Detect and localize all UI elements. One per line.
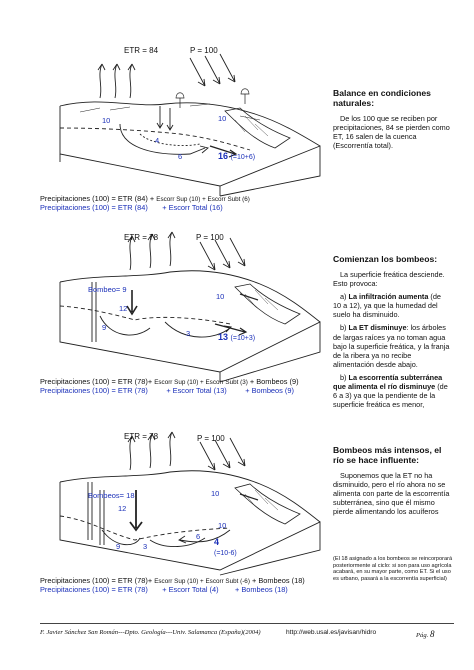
etr-label-3: ETR = 78 [124, 432, 159, 441]
section-natural-balance: Balance en condiciones naturales: De los… [333, 88, 451, 154]
section-title: Comienzan los bombeos: [333, 254, 438, 264]
pumping-label: Bombeo= 9 [88, 285, 127, 294]
infiltration-value-3: 12 [118, 504, 127, 513]
etr-label: ETR = 84 [124, 46, 159, 55]
page-footer: F. Javier Sánchez San Román---Dpto. Geol… [40, 623, 454, 639]
return-flow-value-3b: 3 [143, 542, 148, 551]
equation-1b: Precipitaciones (100) = ETR (84) + Escor… [40, 203, 223, 212]
groundwater-value: 6 [178, 152, 183, 161]
diagram-natural-balance [59, 53, 321, 197]
total-runoff-value-2: 13 (=10+3) [218, 332, 256, 342]
precipitation-label-3: P = 100 [197, 434, 225, 443]
return-flow-value-3a: 9 [116, 542, 121, 551]
pumping-label-3: Bombeos= 18 [88, 491, 135, 500]
surface-runoff-value-3: 10 [211, 489, 220, 498]
total-runoff-value: 16 (=10+6) [218, 151, 256, 161]
river-value-3: 10 [218, 521, 227, 530]
surface-runoff-value-2: 10 [216, 292, 225, 301]
point-c: b) La escorrentía subterránea que alimen… [333, 372, 448, 410]
equation-2b: Precipitaciones (100) = ETR (78) + Escor… [40, 386, 294, 395]
river-loss-value: 6 [196, 532, 201, 541]
section-body: Suponemos que la ET no ha disminuido, pe… [333, 471, 450, 517]
section-body: De los 100 que se reciben por precipitac… [333, 114, 450, 151]
precipitation-label: P = 100 [190, 46, 218, 55]
diagram-intense-pumping [59, 431, 321, 576]
section-title: Balance en condiciones naturales: [333, 88, 431, 108]
infiltration-value-2: 12 [119, 304, 128, 313]
footer-author: F. Javier Sánchez San Román---Dpto. Geol… [40, 629, 261, 636]
etr-label-2: ETR = 78 [124, 233, 159, 242]
footer-rule [40, 623, 454, 624]
section-intro: La superficie freática desciende. Esto p… [333, 270, 445, 289]
precipitation-label-2: P = 100 [196, 233, 224, 242]
infiltration-value: 10 [102, 116, 111, 125]
section-pumping-begins: Comienzan los bombeos: La superficie fre… [333, 254, 451, 413]
footnote: (El 18 asignado a los bombeos se reincor… [333, 556, 453, 582]
equation-2a: Precipitaciones (100) = ETR (78)+ Escorr… [40, 377, 299, 386]
equation-3b: Precipitaciones (100) = ETR (78) + Escor… [40, 585, 288, 594]
equation-3a: Precipitaciones (100) = ETR (78)+ Escorr… [40, 576, 305, 585]
groundwater-value-2: 3 [186, 329, 191, 338]
equation-1a: Precipitaciones (100) = ETR (84) + Escor… [40, 194, 250, 203]
subsurface-value: 4 [155, 136, 160, 145]
return-flow-value: 9 [102, 323, 107, 332]
total-runoff-value-3: 4(=10-6) [214, 537, 237, 557]
page-number: Pág. 8 [416, 629, 435, 639]
point-b: b) La ET disminuye: los árboles de larga… [333, 323, 450, 369]
section-title: Bombeos más intensos, el río se hace inf… [333, 445, 442, 465]
footer-url[interactable]: http://web.usal.es/javisan/hidro [286, 629, 377, 636]
point-a: a) La infiltración aumenta (de 10 a 12),… [333, 292, 441, 320]
section-intense-pumping: Bombeos más intensos, el río se hace inf… [333, 445, 451, 520]
surface-runoff-value: 10 [218, 114, 227, 123]
diagram-pumping-begins [59, 231, 321, 383]
